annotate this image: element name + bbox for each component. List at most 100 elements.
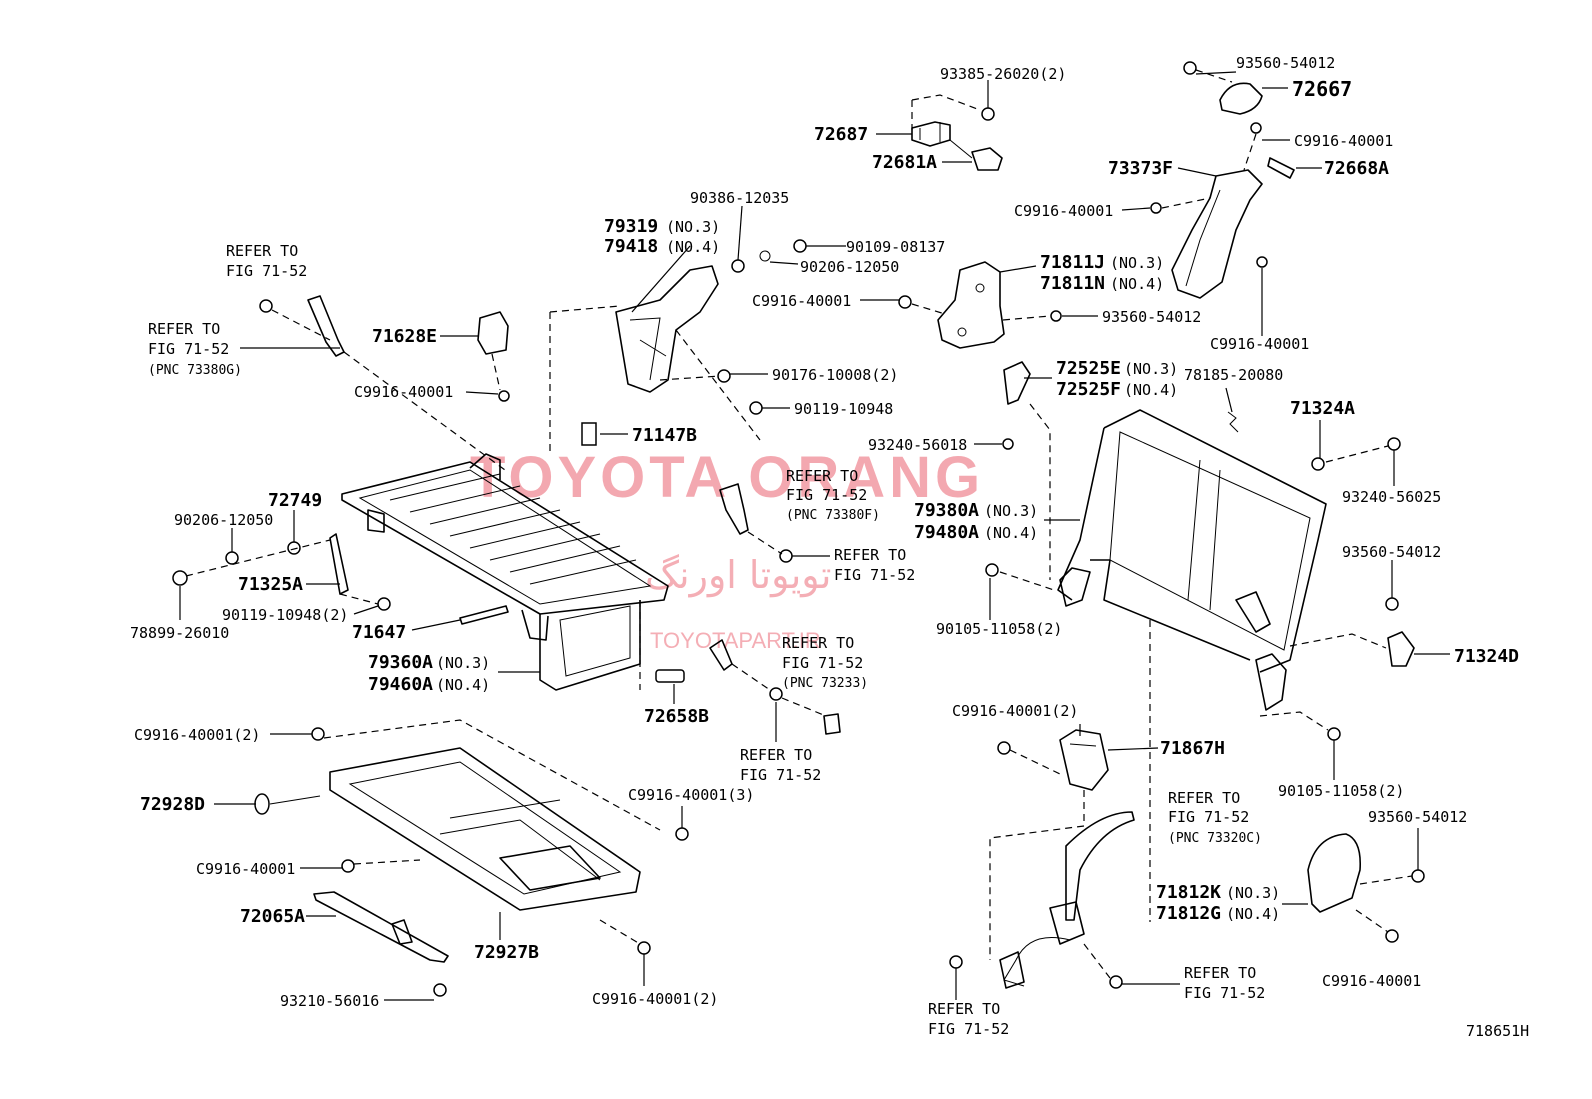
label-72681a: 72681A xyxy=(872,152,937,173)
label-72525e-no: (NO.3) xyxy=(1124,360,1178,378)
label-79460a: 79460A xyxy=(368,674,433,695)
label-c9916-f: C9916-40001(2) xyxy=(134,726,260,744)
label-72927b: 72927B xyxy=(474,942,539,963)
label-93560-d: 93560-54012 xyxy=(1368,808,1467,826)
label-90206a: 90206-12050 xyxy=(800,258,899,276)
label-refer6a: REFER TO xyxy=(740,746,812,764)
label-refer2c: (PNC 73380G) xyxy=(148,363,242,378)
label-c9916-h: C9916-40001(3) xyxy=(628,786,754,804)
buckle-73233 xyxy=(639,600,841,735)
label-71812k: 71812K xyxy=(1156,882,1221,903)
label-90119a: 90119-10948 xyxy=(794,400,893,418)
label-refer4a: REFER TO xyxy=(834,546,906,564)
label-79460a-no: (NO.4) xyxy=(436,676,490,694)
label-71811n: 71811N xyxy=(1040,273,1105,294)
label-72667: 72667 xyxy=(1292,77,1352,101)
label-72525f: 72525F xyxy=(1056,379,1121,400)
label-c9916-a: C9916-40001 xyxy=(1294,132,1393,150)
label-72687: 72687 xyxy=(814,124,868,145)
strap-72065a xyxy=(313,891,449,997)
label-c9916-g: C9916-40001(2) xyxy=(952,702,1078,720)
label-c9916-i: C9916-40001 xyxy=(1322,972,1421,990)
label-refer8b: FIG 71-52 xyxy=(1184,984,1265,1002)
label-78899: 78899-26010 xyxy=(130,624,229,642)
label-78185: 78185-20080 xyxy=(1184,366,1283,384)
bracket-79360a xyxy=(521,609,549,641)
label-refer9b: FIG 71-52 xyxy=(928,1020,1009,1038)
label-refer7a: REFER TO xyxy=(1168,789,1240,807)
small-parts-left xyxy=(172,533,509,625)
label-refer8a: REFER TO xyxy=(1184,964,1256,982)
cover-73373f xyxy=(1150,122,1295,299)
label-72525f-no: (NO.4) xyxy=(1124,381,1178,399)
label-93210: 93210-56016 xyxy=(280,992,379,1010)
label-71325a: 71325A xyxy=(238,574,303,595)
label-90386: 90386-12035 xyxy=(690,189,789,207)
label-90109: 90109-08137 xyxy=(846,238,945,256)
label-c9916-c: C9916-40001 xyxy=(752,292,851,310)
figure-id: 718651H xyxy=(1466,1022,1529,1040)
label-79480a: 79480A xyxy=(914,522,979,543)
label-72658b: 72658B xyxy=(644,706,709,727)
watermark-site: TOYOTAPART.IR xyxy=(650,628,821,653)
seatback-frame xyxy=(985,361,1415,922)
label-refer1a: REFER TO xyxy=(226,242,298,260)
label-refer9a: REFER TO xyxy=(928,1000,1000,1018)
label-refer7b: FIG 71-52 xyxy=(1168,808,1249,826)
label-71812k-no: (NO.3) xyxy=(1226,884,1280,902)
label-71867h: 71867H xyxy=(1160,738,1225,759)
pad-71147b xyxy=(581,422,597,446)
label-79360a: 79360A xyxy=(368,652,433,673)
label-refer5b: FIG 71-52 xyxy=(782,654,863,672)
cap-72667 xyxy=(1183,61,1263,115)
label-71811j-no: (NO.3) xyxy=(1110,254,1164,272)
label-refer1b: FIG 71-52 xyxy=(226,262,307,280)
label-refer4b: FIG 71-52 xyxy=(834,566,915,584)
label-90206b: 90206-12050 xyxy=(174,511,273,529)
under-tray-72927b xyxy=(254,719,689,955)
label-71812g: 71812G xyxy=(1156,903,1221,924)
watermark-persian: تویوتا اورنگ xyxy=(645,553,832,598)
label-72749: 72749 xyxy=(268,490,322,511)
label-93240b: 93240-56025 xyxy=(1342,488,1441,506)
label-refer2a: REFER TO xyxy=(148,320,220,338)
label-72928d: 72928D xyxy=(140,794,205,815)
label-c9916-d: C9916-40001 xyxy=(1210,335,1309,353)
watermark-brand: TOYOTA ORANG xyxy=(470,445,984,510)
label-c9916-j: C9916-40001 xyxy=(196,860,295,878)
belt-73320c xyxy=(949,811,1135,989)
label-c9916-k: C9916-40001(2) xyxy=(592,990,718,1008)
label-refer7c: (PNC 73320C) xyxy=(1168,831,1262,846)
label-71324d: 71324D xyxy=(1454,646,1519,667)
buckle-73380f xyxy=(719,483,793,563)
buckle-73380g xyxy=(259,295,506,471)
label-79380a: 79380A xyxy=(914,500,979,521)
label-72065a: 72065A xyxy=(240,906,305,927)
label-refer2b: FIG 71-52 xyxy=(148,340,229,358)
label-79418: 79418 xyxy=(604,236,658,257)
label-refer5a: REFER TO xyxy=(782,634,854,652)
label-79360a-no: (NO.3) xyxy=(436,654,490,672)
label-refer6b: FIG 71-52 xyxy=(740,766,821,784)
label-90119b: 90119-10948(2) xyxy=(222,606,348,624)
label-73373f: 73373F xyxy=(1108,158,1173,179)
guide-71867h xyxy=(989,729,1109,960)
hinge-72687 xyxy=(911,94,1003,171)
label-refer3c: (PNC 73380F) xyxy=(786,508,880,523)
label-72668a: 72668A xyxy=(1324,158,1389,179)
label-93385: 93385-26020(2) xyxy=(940,65,1066,83)
label-c9916-b: C9916-40001 xyxy=(1014,202,1113,220)
label-refer5c: (PNC 73233) xyxy=(782,676,868,691)
label-71811j: 71811J xyxy=(1040,252,1105,273)
label-71628e: 71628E xyxy=(372,326,437,347)
label-72525e: 72525E xyxy=(1056,358,1121,379)
label-90105a: 90105-11058(2) xyxy=(936,620,1062,638)
label-79319-no: (NO.3) xyxy=(666,218,720,236)
label-90176: 90176-10008(2) xyxy=(772,366,898,384)
leader-lines xyxy=(179,71,1450,1001)
label-c9916-e: C9916-40001 xyxy=(354,383,453,401)
cover-71628e xyxy=(477,311,510,402)
label-71147b: 71147B xyxy=(632,425,697,446)
label-79380a-no: (NO.3) xyxy=(984,502,1038,520)
